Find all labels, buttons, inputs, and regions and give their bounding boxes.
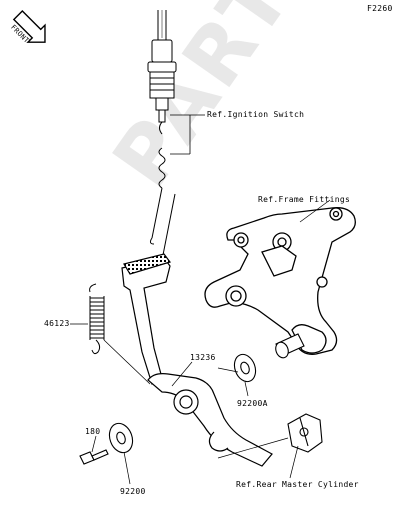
return-spring — [89, 283, 105, 355]
washer — [108, 422, 134, 454]
leader-lines — [70, 199, 331, 485]
figure-code: F2260 — [367, 4, 393, 13]
master-cylinder-label: Ref.Rear Master Cylinder — [236, 480, 359, 489]
brake-pedal — [121, 253, 273, 467]
part-13236-label: 13236 — [190, 353, 216, 362]
part-92200a-label: 92200A — [237, 399, 268, 408]
master-cylinder-clevis — [287, 413, 323, 453]
part-46123-label: 46123 — [44, 319, 70, 328]
pivot-shaft — [275, 333, 305, 359]
ignition-switch-label: Ref.Ignition Switch — [207, 110, 305, 119]
ignition-leader — [170, 114, 205, 155]
switch-spring — [149, 147, 166, 245]
front-arrow-icon — [12, 10, 46, 43]
washer-a — [233, 353, 257, 383]
part-92200-label: 92200 — [120, 487, 146, 496]
ignition-switch — [147, 10, 177, 135]
frame-fittings-label: Ref.Frame Fittings — [258, 195, 351, 204]
frame-fittings — [204, 207, 356, 355]
part-180-label: 180 — [85, 427, 101, 436]
bolt — [79, 449, 109, 465]
